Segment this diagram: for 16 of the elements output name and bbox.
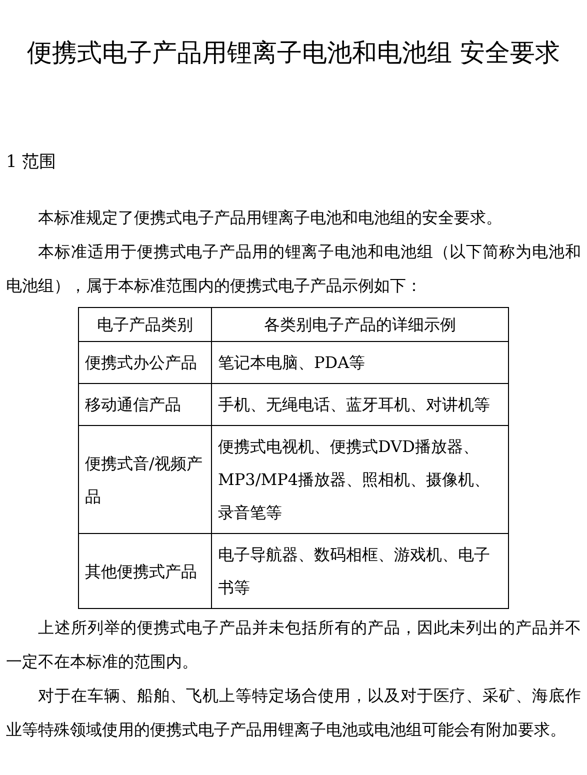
header-cell: 电子产品类别 xyxy=(78,308,212,342)
paragraph: 本标准规定了便携式电子产品用锂离子电池和电池组的安全要求。 xyxy=(37,207,503,229)
table-cell: 便携式电视机、便携式DVD播放器、MP3/MP4播放器、照相机、摄像机、录音笔等 xyxy=(212,426,508,534)
table-cell: 移动通信产品 xyxy=(78,384,212,426)
table-cell: 电子导航器、数码相框、游戏机、电子书等 xyxy=(212,534,508,608)
paragraph: 上述所列举的便携式电子产品并未包括所有的产品，因此未列出的产品并不一定不在本标准的范围内。 xyxy=(6,617,581,673)
paragraph: 对于在车辆、船舶、飞机上等特定场合使用，以及对于医疗、采矿、海底作业等特殊领域使用的便携式电子产品用锂离子电池或电池组可能会有附加要求。 xyxy=(6,685,581,741)
document-title: 便携式电子产品用锂离子电池和电池组 安全要求 xyxy=(26,37,561,69)
paragraph: 本标准适用于便携式电子产品用的锂离子电池和电池组（以下简称为电池和电池组），属于本标准范围内的便携式电子产品示例如下： xyxy=(6,241,581,297)
table-cell: 便携式办公产品 xyxy=(78,342,212,384)
section-heading: 1 范围 xyxy=(6,150,58,174)
table-cell: 其他便携式产品 xyxy=(78,534,212,608)
table-cell: 手机、无绳电话、蓝牙耳机、对讲机等 xyxy=(212,384,508,426)
table-cell: 笔记本电脑、PDA等 xyxy=(212,342,508,384)
table-cell: 便携式音/视频产品 xyxy=(78,426,212,534)
header-cell: 各类别电子产品的详细示例 xyxy=(212,308,508,342)
